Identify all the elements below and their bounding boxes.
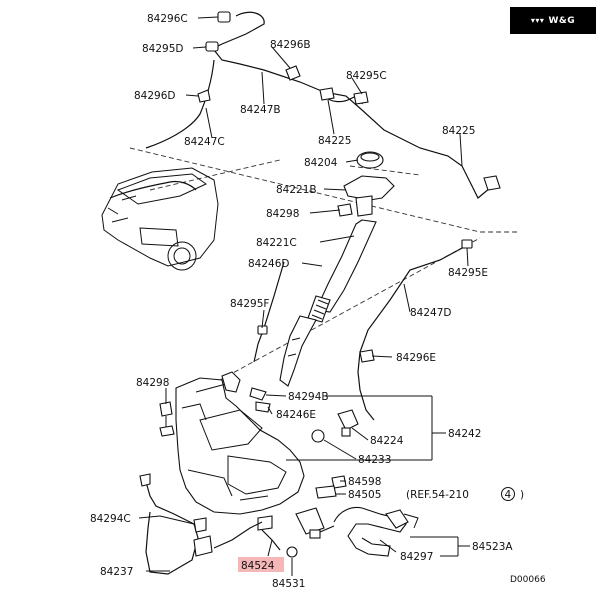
- label-84246D: 84246D: [248, 258, 290, 270]
- label-ref-number: 4: [505, 489, 512, 501]
- filler-neck-stub: [355, 195, 373, 217]
- hose-pump-to-84523A: [319, 525, 335, 533]
- label-84294B: 84294B: [288, 391, 329, 403]
- label-84295E: 84295E: [448, 267, 488, 279]
- reservoir-top-face: [199, 409, 263, 451]
- hose-84246E-stub: [255, 401, 271, 413]
- joint-84295D: [205, 41, 219, 52]
- nozzle-84225-right: [483, 175, 501, 191]
- label-84294C: 84294C: [90, 513, 131, 525]
- label-ref-close: ): [520, 489, 524, 501]
- label-84298-top: 84298: [266, 208, 299, 220]
- label-84298-tank: 84298: [136, 377, 169, 389]
- connector-pump-left: [257, 515, 273, 531]
- label-84225-right: 84225: [442, 125, 475, 137]
- grommet-84531: [286, 546, 298, 558]
- grommet-84294C: [193, 517, 207, 533]
- label-84242: 84242: [448, 428, 481, 440]
- dashed-ref-line-car: [149, 159, 281, 191]
- pump-84524: [295, 507, 325, 535]
- label-84297: 84297: [400, 551, 433, 563]
- ref-number-circle: [501, 487, 515, 501]
- dashed-ref-line-top: [129, 147, 520, 233]
- label-84221C: 84221C: [256, 237, 297, 249]
- nozzle-84225-left: [319, 87, 335, 101]
- label-84295D: 84295D: [142, 43, 184, 55]
- hose-84247B: [213, 49, 325, 93]
- label-84296C: 84296C: [147, 13, 188, 25]
- cap-84204-top: [360, 152, 380, 162]
- reservoir-front-recess: [227, 455, 287, 495]
- screw-84298-tank: [159, 401, 173, 417]
- screw-84298-top: [337, 203, 353, 217]
- label-84224: 84224: [370, 435, 404, 447]
- label-84523A: 84523A: [472, 541, 513, 553]
- logo-mark: ▾▾▾: [530, 16, 545, 25]
- label-84524: 84524: [241, 560, 275, 572]
- label-84237: 84237: [100, 566, 133, 578]
- end-84294C: [139, 473, 151, 487]
- pump-outlet: [309, 529, 321, 539]
- label-84221B: 84221B: [276, 184, 317, 196]
- label-84295C: 84295C: [346, 70, 387, 82]
- grommet-84505: [315, 485, 337, 499]
- joint-84237: [193, 535, 213, 557]
- label-84296B: 84296B: [270, 39, 311, 51]
- diagram-code: D00066: [510, 575, 546, 585]
- label-84598: 84598: [348, 476, 381, 488]
- label-84247D: 84247D: [410, 307, 452, 319]
- sensor-84598: [331, 475, 347, 489]
- label-ref-54-210: (REF.54-210: [406, 489, 469, 501]
- brand-logo: ▾▾▾ W&G: [510, 7, 596, 34]
- hose-84247C: [145, 59, 215, 149]
- label-84225-left: 84225: [318, 135, 351, 147]
- hose-84294B-stub: [249, 387, 267, 401]
- pump-84224-outlet: [341, 427, 351, 437]
- highlight-84524: [238, 557, 284, 572]
- label-84233: 84233: [358, 454, 391, 466]
- label-84531: 84531: [272, 578, 305, 590]
- reservoir-tank: [175, 377, 305, 515]
- joint-84295C: [353, 91, 369, 105]
- hose-84524-lower: [261, 529, 281, 551]
- dashed-ref-line-mid: [349, 165, 421, 176]
- filler-tube-lower-84246D: [279, 315, 317, 387]
- screw-84298-nut: [159, 425, 175, 437]
- grommet-84233: [311, 429, 325, 443]
- logo-text: W&G: [548, 15, 576, 26]
- nozzle-hose-top: [213, 11, 265, 49]
- label-84204: 84204: [304, 157, 338, 169]
- hose-to-84225-right: [323, 91, 491, 199]
- label-84246E: 84246E: [276, 409, 316, 421]
- clip-84296D: [197, 89, 211, 103]
- nozzle-84296C: [217, 11, 231, 23]
- hose-84237: [145, 481, 199, 575]
- label-84505: 84505: [348, 489, 381, 501]
- reservoir-bracket: [221, 371, 241, 393]
- label-84295F: 84295F: [230, 298, 269, 310]
- pump-84224: [337, 409, 359, 431]
- label-84247B: 84247B: [240, 104, 281, 116]
- label-84247C: 84247C: [184, 136, 225, 148]
- label-84296E: 84296E: [396, 352, 436, 364]
- clip-84296E: [359, 349, 375, 363]
- hose-tank-to-84237: [213, 521, 263, 549]
- dashed-ref-line-low: [219, 237, 481, 381]
- filler-neck-84221B: [343, 175, 395, 201]
- connector-84297: [385, 509, 409, 529]
- leader-lines: [138, 16, 470, 576]
- vehicle-outline-illustration: [101, 167, 219, 271]
- label-84296D: 84296D: [134, 90, 176, 102]
- clip-84296B: [285, 65, 301, 81]
- joint-84295E: [461, 239, 473, 249]
- hose-84247D: [357, 245, 467, 421]
